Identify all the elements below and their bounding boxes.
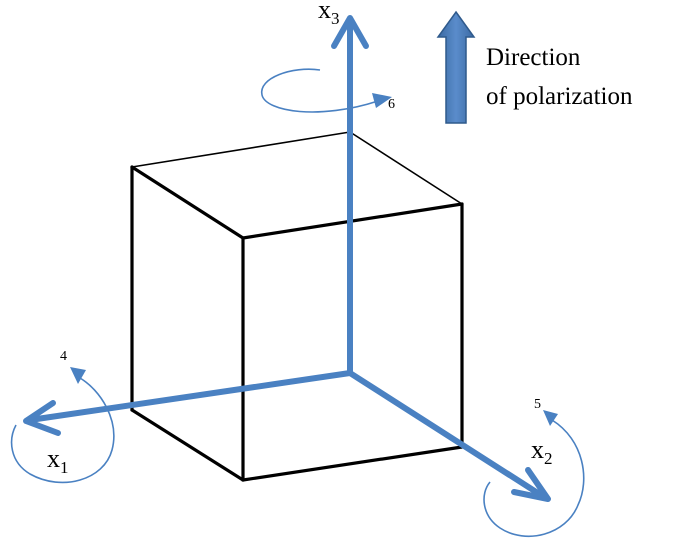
rotation-4-label: 4 [60,349,67,364]
rotation-5-label: 5 [534,397,541,412]
rotation-4-arc [10,377,115,484]
x1-axis-line [27,370,353,423]
rotation-4-arrowhead [70,367,86,384]
x2-axis-line [347,370,547,500]
rotation-5-arc [483,419,585,537]
rotation-6 [261,68,392,113]
cube-top-back-edge [131,131,463,205]
cube [130,131,464,482]
cube-bottom-right-edge [241,445,464,482]
rotation-6-arrowhead [372,93,392,108]
x1-label: x1 [47,444,69,477]
x1-arrowhead [23,400,61,436]
x2-label: x2 [531,435,553,468]
rotation-6-label: 6 [388,97,395,112]
legend-line2: of polarization [486,83,633,110]
x3-label: x3 [318,0,340,28]
x2-arrowhead [511,467,551,502]
rotation-6-arc [261,68,379,113]
rotation-4 [10,367,115,484]
polarization-legend: Direction of polarization [436,10,633,124]
rotation-5-arrowhead [543,410,558,426]
axes [23,15,551,502]
cube-top-front-left-edge [130,165,245,240]
rotation-5 [483,410,585,537]
cube-bottom-left-edge [130,408,245,482]
legend-line1: Direction [486,44,581,71]
x3-arrowhead [331,15,369,49]
polarization-arrow-icon [436,10,476,124]
